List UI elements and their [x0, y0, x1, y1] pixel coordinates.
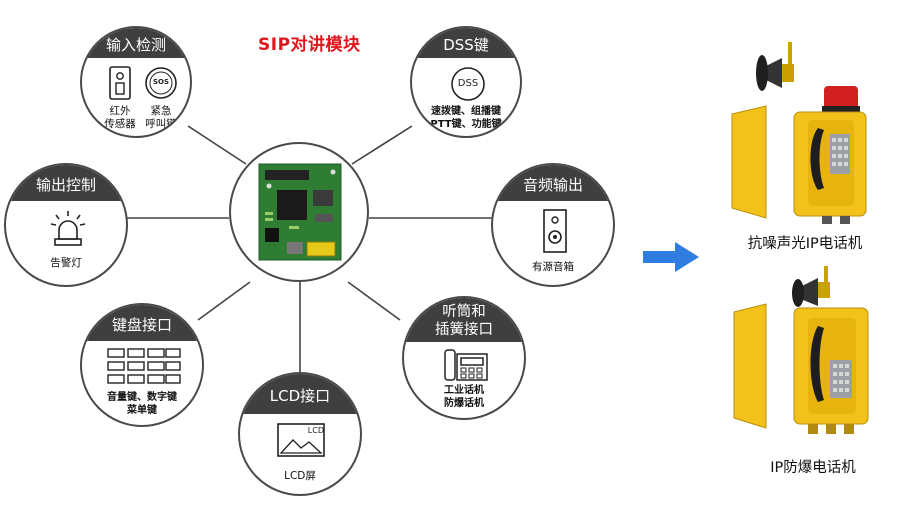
lcd-icon-label: LCD [307, 426, 324, 435]
module-title: 键盘接口 [82, 305, 202, 341]
diagram-title: SIP对讲模块 [258, 35, 361, 55]
module-title: 听筒和 插簧接口 [404, 298, 524, 342]
caption-alarm: 告警灯 [50, 257, 82, 269]
module-handset: 听筒和 插簧接口 工业话机 防爆话机 [402, 296, 526, 420]
product-label-noise-phone: 抗噪声光IP电话机 [747, 236, 863, 252]
module-audio-output: 音频输出 有源音箱 [491, 163, 615, 287]
caption-dss: 速拨键、组播键 PTT键、功能键 [430, 106, 502, 130]
caption-emergency: 紧急 呼叫键 [145, 105, 177, 130]
noise-proof-ip-phone-image [731, 42, 867, 224]
product-label-explosion-phone: IP防爆电话机 [770, 460, 856, 476]
lcd-screen-icon [277, 423, 325, 457]
caption-handset: 工业话机 防爆话机 [444, 385, 484, 409]
pcb-board-image [258, 163, 342, 261]
desk-phone-icon [444, 349, 488, 381]
module-title: LCD接口 [240, 374, 360, 414]
keypad-icon [107, 348, 181, 384]
speaker-icon [543, 209, 567, 253]
caption-speaker: 有源音箱 [532, 261, 574, 273]
module-lcd: LCD接口 LCD LCD屏 [238, 372, 362, 496]
module-input-detect: 输入检测 SOS 红外 传感器 紧急 呼叫键 [80, 26, 192, 138]
module-title: DSS键 [412, 28, 520, 58]
caption-infrared: 红外 传感器 [104, 105, 136, 130]
alarm-light-icon [50, 211, 86, 246]
caption-lcd: LCD屏 [284, 470, 316, 482]
module-keypad: 键盘接口 音量键、数字键 菜单键 [80, 303, 204, 427]
dss-key-icon [451, 67, 485, 101]
infrared-sensor-icon [109, 66, 131, 100]
module-title: 输入检测 [82, 28, 190, 58]
module-title: 输出控制 [6, 165, 126, 201]
right-arrow-icon [643, 242, 699, 272]
explosion-proof-ip-phone-image [733, 266, 869, 434]
dss-icon-label: DSS [457, 78, 479, 89]
sip-module-circle [229, 142, 369, 282]
module-dss: DSS键 DSS 速拨键、组播键 PTT键、功能键 [410, 26, 522, 138]
caption-keypad: 音量键、数字键 菜单键 [107, 392, 177, 416]
module-title: 音频输出 [493, 165, 613, 201]
module-output-control: 输出控制 告警灯 [4, 163, 128, 287]
sos-button-icon [145, 67, 177, 99]
sos-label: SOS [152, 78, 170, 86]
